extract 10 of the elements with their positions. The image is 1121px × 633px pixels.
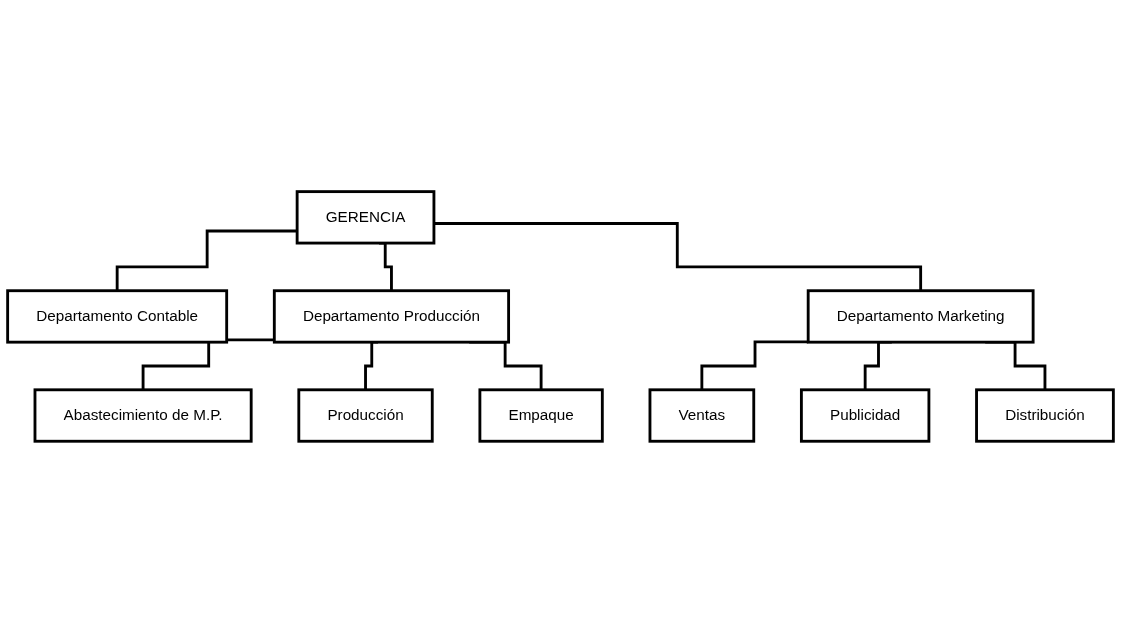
node-box: Distribución [975,388,1115,443]
node-box: Departamento Contable [6,289,229,344]
node-box: Empaque [478,388,604,443]
node-box: Ventas [648,388,756,443]
node-box: Publicidad [799,388,931,443]
node-box: Departamento Marketing [806,289,1035,344]
node-box: Producción [297,388,434,443]
node-box: Abastecimiento de M.P. [33,388,253,443]
node-box: GERENCIA [295,190,436,245]
node-box: Departamento Producción [272,289,511,344]
